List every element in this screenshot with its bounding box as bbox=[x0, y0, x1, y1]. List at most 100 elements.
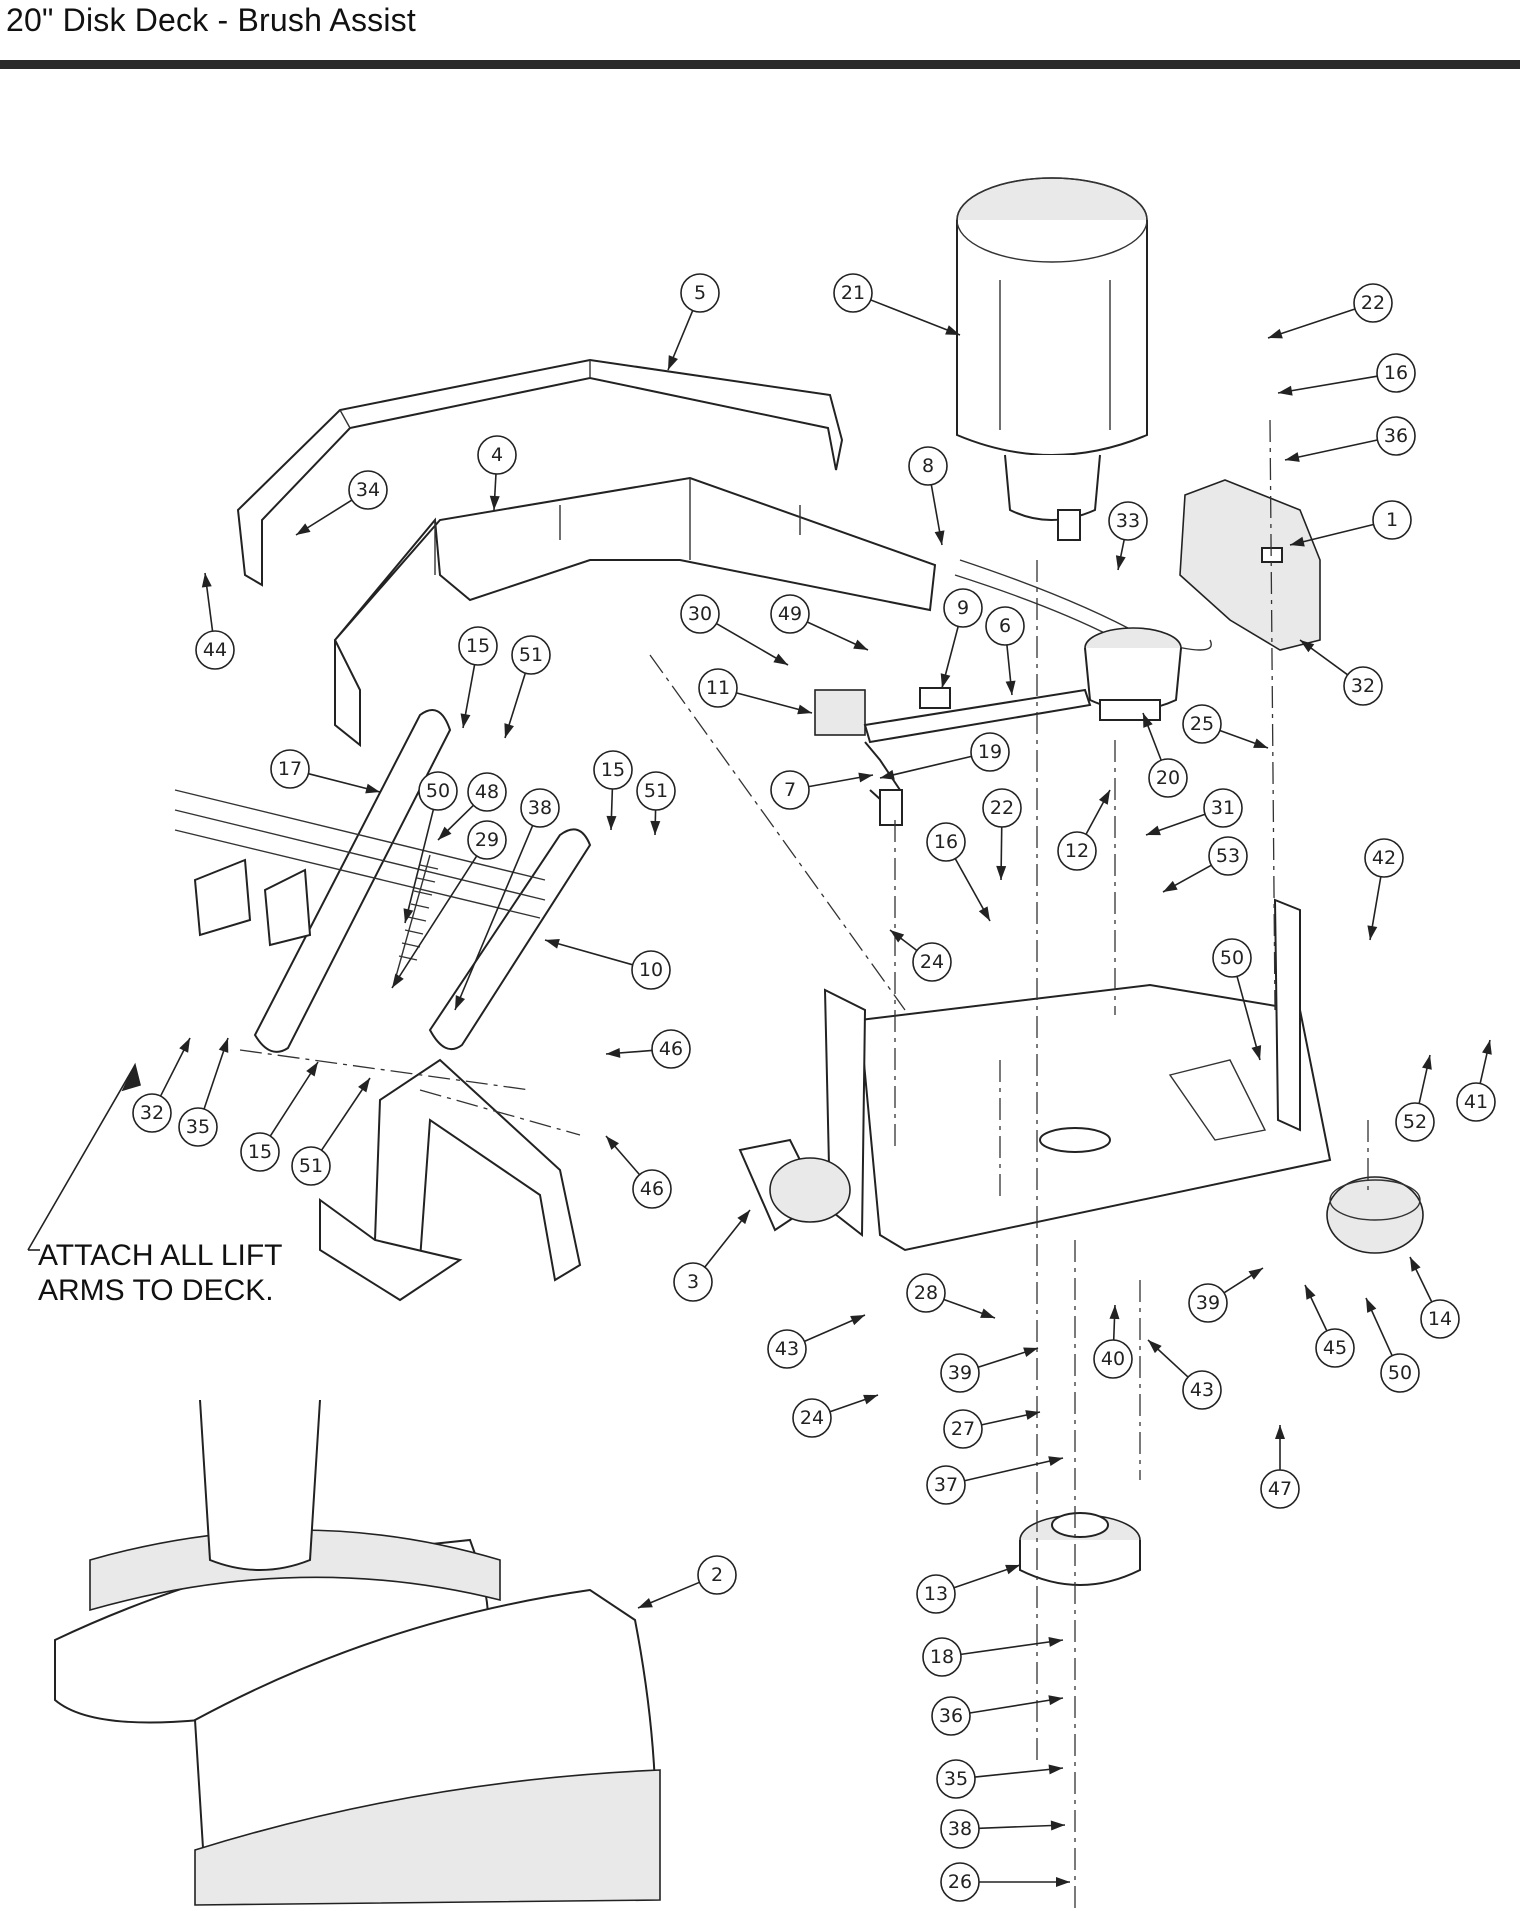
leader-arrowhead bbox=[996, 865, 1007, 880]
callout-label: 46 bbox=[640, 1178, 664, 1200]
callout-circle bbox=[467, 772, 507, 812]
callout-circle bbox=[936, 1759, 976, 1799]
leader-arrowhead bbox=[403, 908, 414, 923]
callout-circle bbox=[833, 273, 873, 313]
callout-label: 13 bbox=[924, 1583, 948, 1605]
callout-circle bbox=[770, 770, 810, 810]
callout-38: 38 bbox=[454, 788, 560, 1011]
callout-circle bbox=[291, 1146, 331, 1186]
leader-line bbox=[974, 1767, 1064, 1778]
skirt-bracket-4-lines bbox=[434, 478, 801, 575]
callout-circle bbox=[940, 1809, 980, 1849]
callout-label: 16 bbox=[934, 831, 958, 853]
callout-8: 8 bbox=[908, 446, 948, 546]
roller-14-face bbox=[1329, 1179, 1421, 1221]
callout-label: 24 bbox=[920, 951, 944, 973]
callout-circle bbox=[632, 1169, 672, 1209]
callout-label: 52 bbox=[1403, 1111, 1427, 1133]
frame-brackets bbox=[193, 858, 312, 947]
leader-arrowhead bbox=[858, 772, 873, 783]
callout-circle bbox=[940, 1862, 980, 1902]
callout-label: 27 bbox=[951, 1418, 975, 1440]
leader-arrowhead bbox=[489, 495, 500, 510]
bumper-bracket-5-flange bbox=[339, 360, 591, 429]
callout-circle bbox=[467, 820, 507, 860]
leader-arrowhead bbox=[1025, 1410, 1040, 1420]
callout-15: 15 bbox=[593, 750, 633, 831]
callout-18: 18 bbox=[922, 1636, 1064, 1677]
callout-label: 15 bbox=[248, 1141, 272, 1163]
callout-label: 2 bbox=[711, 1564, 723, 1586]
callout-circle bbox=[1148, 758, 1188, 798]
callout-circle bbox=[982, 788, 1022, 828]
callout-circle bbox=[673, 1262, 713, 1302]
callout-label: 42 bbox=[1372, 847, 1396, 869]
callout-15: 15 bbox=[458, 626, 498, 729]
callout-circle bbox=[520, 788, 560, 828]
leader-arrowhead bbox=[1305, 1285, 1316, 1300]
callout-label: 10 bbox=[639, 959, 663, 981]
note-line-2: ARMS TO DECK. bbox=[38, 1274, 274, 1307]
leader-arrowhead bbox=[850, 1315, 865, 1326]
callout-label: 43 bbox=[1190, 1379, 1214, 1401]
leader-line bbox=[544, 939, 633, 966]
leader-line bbox=[964, 1457, 1064, 1482]
callout-25: 25 bbox=[1182, 704, 1269, 749]
callout-label: 16 bbox=[1384, 362, 1408, 384]
callout-circle bbox=[1208, 836, 1248, 876]
callout-13: 13 bbox=[916, 1564, 1021, 1614]
callout-40: 40 bbox=[1093, 1304, 1133, 1379]
leader-arrowhead bbox=[1275, 1425, 1285, 1439]
callout-circle bbox=[418, 771, 458, 811]
callout-circle bbox=[1420, 1299, 1460, 1339]
callout-circle bbox=[1188, 1283, 1228, 1323]
leader-line bbox=[870, 299, 961, 336]
housing-1 bbox=[1179, 479, 1321, 651]
callout-44: 44 bbox=[195, 572, 235, 670]
title-rule bbox=[0, 60, 1520, 69]
leader-arrowhead bbox=[1143, 713, 1153, 728]
callout-35: 35 bbox=[936, 1759, 1064, 1799]
deck-plate-3 bbox=[858, 983, 1332, 1252]
leader-line bbox=[269, 1061, 319, 1137]
callout-15: 15 bbox=[240, 1061, 319, 1172]
callout-circle bbox=[1376, 416, 1416, 456]
leader-line bbox=[1267, 308, 1356, 339]
leader-arrowhead bbox=[306, 1062, 318, 1077]
callout-5: 5 bbox=[667, 273, 720, 371]
callout-19: 19 bbox=[879, 732, 1010, 780]
callout-33: 33 bbox=[1108, 501, 1148, 571]
callout-30: 30 bbox=[680, 594, 789, 666]
leader-line bbox=[391, 855, 478, 989]
callout-circle bbox=[1380, 1353, 1420, 1393]
callout-circle bbox=[697, 1555, 737, 1595]
callout-50: 50 bbox=[1212, 938, 1262, 1061]
leader-arrowhead bbox=[880, 769, 895, 780]
callout-circle bbox=[931, 1696, 971, 1736]
callout-36: 36 bbox=[931, 1695, 1064, 1736]
callout-51: 51 bbox=[291, 1077, 371, 1186]
leader-arrowhead bbox=[1048, 1695, 1063, 1706]
callout-3: 3 bbox=[673, 1209, 751, 1302]
leader-arrowhead bbox=[296, 523, 311, 535]
callout-circle bbox=[593, 750, 633, 790]
leader-arrowhead bbox=[1056, 1877, 1070, 1887]
leader-arrowhead bbox=[668, 355, 678, 370]
leader-line bbox=[960, 1639, 1064, 1656]
callout-1: 1 bbox=[1289, 500, 1412, 547]
callout-circle bbox=[1456, 1082, 1496, 1122]
filter-bowl-20 bbox=[1084, 627, 1182, 721]
callout-label: 43 bbox=[775, 1338, 799, 1360]
leader-arrowhead bbox=[1048, 1764, 1063, 1775]
leader-arrowhead bbox=[1098, 790, 1110, 805]
callout-circle bbox=[943, 1409, 983, 1449]
page-title: 20" Disk Deck - Brush Assist bbox=[6, 2, 416, 38]
callout-12: 12 bbox=[1057, 789, 1111, 871]
callout-36: 36 bbox=[1284, 416, 1416, 462]
leader-arrowhead bbox=[438, 826, 452, 840]
callout-circle bbox=[1395, 1102, 1435, 1142]
leader-arrowhead bbox=[179, 1038, 190, 1053]
callout-circle bbox=[770, 594, 810, 634]
leader-arrowhead bbox=[863, 1394, 878, 1405]
callout-label: 11 bbox=[706, 677, 730, 699]
